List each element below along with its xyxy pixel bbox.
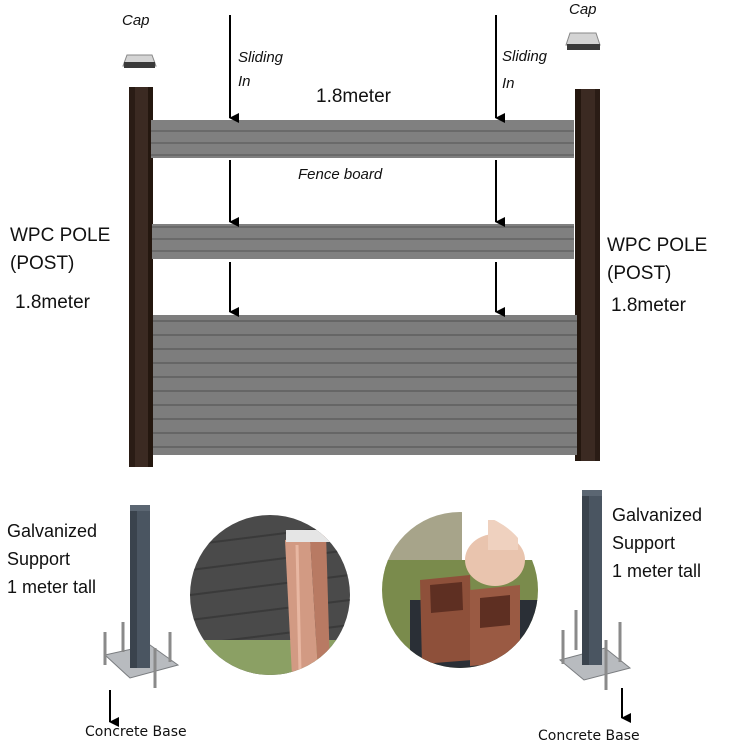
cap-left-icon	[122, 54, 157, 68]
support-label-left: Galvanized Support 1 meter tall	[7, 521, 98, 597]
fence-board-panel	[153, 315, 577, 455]
sliding-label-left: Sliding In	[238, 49, 284, 90]
cap-label-left: Cap	[122, 12, 150, 29]
pole-height-left: 1.8meter	[15, 292, 90, 313]
concrete-base-label-left: Concrete Base	[85, 724, 187, 740]
galvanized-support-left-icon	[103, 505, 180, 688]
galvanized-support-right-icon	[558, 490, 632, 690]
fence-board-middle	[152, 224, 574, 259]
fence-board-label: Fence board	[298, 166, 383, 183]
concrete-base-label-right: Concrete Base	[538, 728, 640, 744]
support-label-right: Galvanized Support 1 meter tall	[612, 505, 703, 581]
post-left	[129, 87, 153, 467]
pole-label-left: WPC POLE (POST)	[10, 225, 111, 274]
cap-right-icon	[565, 32, 601, 50]
cap-label-right: Cap	[569, 1, 597, 18]
concrete-arrows	[109, 688, 631, 727]
width-label: 1.8meter	[316, 86, 391, 107]
detail-photo-board-profile	[190, 515, 350, 675]
sliding-label-right: Sliding In	[502, 48, 548, 92]
detail-photo-post-profile	[382, 512, 538, 668]
post-right	[575, 89, 600, 461]
pole-height-right: 1.8meter	[611, 295, 686, 316]
pole-label-right: WPC POLE (POST)	[607, 235, 708, 284]
fence-board-top	[151, 120, 574, 158]
